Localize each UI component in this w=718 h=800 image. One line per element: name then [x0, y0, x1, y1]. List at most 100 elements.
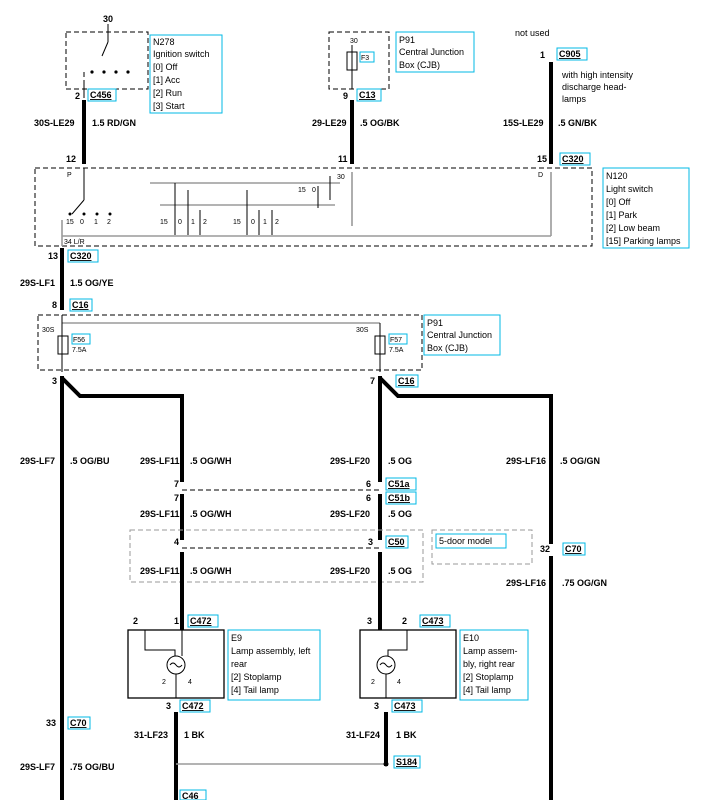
- svg-text:29S-LF11: 29S-LF11: [140, 509, 180, 519]
- svg-text:[0] Off: [0] Off: [606, 197, 631, 207]
- svg-text:1.5 OG/YE: 1.5 OG/YE: [70, 278, 114, 288]
- svg-text:Box (CJB): Box (CJB): [427, 343, 468, 353]
- svg-text:[2] Stoplamp: [2] Stoplamp: [463, 672, 514, 682]
- svg-text:30S: 30S: [356, 327, 369, 334]
- svg-text:33: 33: [46, 718, 56, 728]
- svg-text:F57: F57: [390, 337, 402, 344]
- svg-text:7: 7: [174, 493, 179, 503]
- svg-text:C70: C70: [70, 718, 87, 728]
- svg-text:.75 OG/GN: .75 OG/GN: [562, 578, 607, 588]
- svg-text:29S-LF7: 29S-LF7: [20, 456, 55, 466]
- svg-text:C320: C320: [70, 251, 92, 261]
- svg-text:4: 4: [397, 679, 401, 686]
- svg-text:[2] Run: [2] Run: [153, 88, 182, 98]
- svg-text:.5 OG/WH: .5 OG/WH: [190, 566, 232, 576]
- svg-text:7.5A: 7.5A: [389, 347, 404, 354]
- svg-text:3: 3: [368, 537, 373, 547]
- svg-text:[4] Tail lamp: [4] Tail lamp: [463, 685, 511, 695]
- svg-text:.5 OG: .5 OG: [388, 456, 412, 466]
- svg-text:[3] Start: [3] Start: [153, 101, 185, 111]
- svg-text:29S-LF16: 29S-LF16: [506, 578, 546, 588]
- svg-text:[1] Park: [1] Park: [606, 210, 638, 220]
- svg-text:C46: C46: [182, 791, 199, 800]
- svg-text:1.5 RD/GN: 1.5 RD/GN: [92, 118, 136, 128]
- svg-text:29S-LF16: 29S-LF16: [506, 456, 546, 466]
- svg-text:2: 2: [275, 219, 279, 226]
- svg-text:13: 13: [48, 251, 58, 261]
- svg-text:E10: E10: [463, 633, 479, 643]
- svg-text:12: 12: [66, 154, 76, 164]
- wire-29s-lf11: [60, 376, 184, 482]
- n278-label-box: [149, 34, 223, 114]
- svg-text:F56: F56: [73, 337, 85, 344]
- svg-text:[2] Low beam: [2] Low beam: [606, 223, 660, 233]
- wire-29s-lf16: [378, 376, 553, 544]
- svg-text:4: 4: [188, 679, 192, 686]
- n120-outline: [34, 167, 593, 247]
- svg-text:7.5A: 7.5A: [72, 347, 87, 354]
- n278-switch-blade: [101, 41, 109, 57]
- svg-text:not used: not used: [515, 28, 550, 38]
- svg-text:Central Junction: Central Junction: [399, 47, 464, 57]
- svg-text:34 L/R: 34 L/R: [64, 239, 85, 246]
- svg-text:[1] Acc: [1] Acc: [153, 75, 181, 85]
- svg-text:1: 1: [540, 50, 545, 60]
- svg-text:3: 3: [166, 701, 171, 711]
- svg-text:C50: C50: [388, 537, 405, 547]
- svg-text:0: 0: [312, 187, 316, 194]
- n278-outline: [65, 31, 149, 90]
- svg-text:.75 OG/BU: .75 OG/BU: [70, 762, 115, 772]
- five-door-outline: [129, 529, 424, 583]
- svg-text:.5 OG/BU: .5 OG/BU: [70, 456, 110, 466]
- svg-text:8: 8: [52, 300, 57, 310]
- svg-text:30S-LE29: 30S-LE29: [34, 118, 75, 128]
- svg-text:5-door model: 5-door model: [439, 536, 492, 546]
- svg-text:9: 9: [343, 91, 348, 101]
- svg-text:2: 2: [371, 679, 375, 686]
- svg-text:[4] Tail lamp: [4] Tail lamp: [231, 685, 279, 695]
- svg-text:P91: P91: [427, 318, 443, 328]
- svg-text:C70: C70: [565, 544, 582, 554]
- svg-text:2: 2: [133, 616, 138, 626]
- p91-mid-label-box: [423, 314, 501, 356]
- svg-text:2: 2: [402, 616, 407, 626]
- svg-text:29S-LF20: 29S-LF20: [330, 456, 370, 466]
- svg-text:15: 15: [233, 219, 241, 226]
- n120-label-box: [602, 167, 690, 249]
- svg-text:1 BK: 1 BK: [184, 730, 205, 740]
- svg-text:.5 OG: .5 OG: [388, 509, 412, 519]
- svg-text:S184: S184: [396, 757, 417, 767]
- svg-text:discharge head-: discharge head-: [562, 82, 627, 92]
- svg-text:[15] Parking lamps: [15] Parking lamps: [606, 236, 681, 246]
- svg-text:7: 7: [174, 479, 179, 489]
- svg-text:C51a: C51a: [388, 479, 411, 489]
- svg-text:1: 1: [174, 616, 179, 626]
- e10-lamp-box: [359, 629, 457, 699]
- n278-pin: 2: [75, 91, 80, 101]
- svg-text:P91: P91: [399, 35, 415, 45]
- e10-label-box: [459, 629, 529, 701]
- e9-label-box: [227, 629, 321, 701]
- svg-text:29S-LF1: 29S-LF1: [20, 278, 55, 288]
- svg-text:31-LF24: 31-LF24: [346, 730, 380, 740]
- svg-text:29S-LF7: 29S-LF7: [20, 762, 55, 772]
- svg-text:C13: C13: [359, 90, 376, 100]
- svg-text:F3: F3: [361, 55, 369, 62]
- svg-text:Lamp assembly, left: Lamp assembly, left: [231, 646, 311, 656]
- svg-text:C472: C472: [182, 701, 204, 711]
- n278-connector: C456: [90, 90, 112, 100]
- svg-text:31-LF23: 31-LF23: [134, 730, 168, 740]
- svg-text:Light switch: Light switch: [606, 184, 653, 194]
- svg-text:15: 15: [66, 219, 74, 226]
- svg-text:3: 3: [367, 616, 372, 626]
- svg-text:15: 15: [537, 154, 547, 164]
- svg-text:Box (CJB): Box (CJB): [399, 60, 440, 70]
- svg-text:D: D: [538, 172, 543, 179]
- svg-text:29S-LF11: 29S-LF11: [140, 456, 180, 466]
- n278-terminal-30: 30: [103, 14, 113, 24]
- svg-text:0: 0: [251, 219, 255, 226]
- svg-text:30: 30: [337, 174, 345, 181]
- svg-text:15S-LE29: 15S-LE29: [503, 118, 544, 128]
- svg-text:3: 3: [374, 701, 379, 711]
